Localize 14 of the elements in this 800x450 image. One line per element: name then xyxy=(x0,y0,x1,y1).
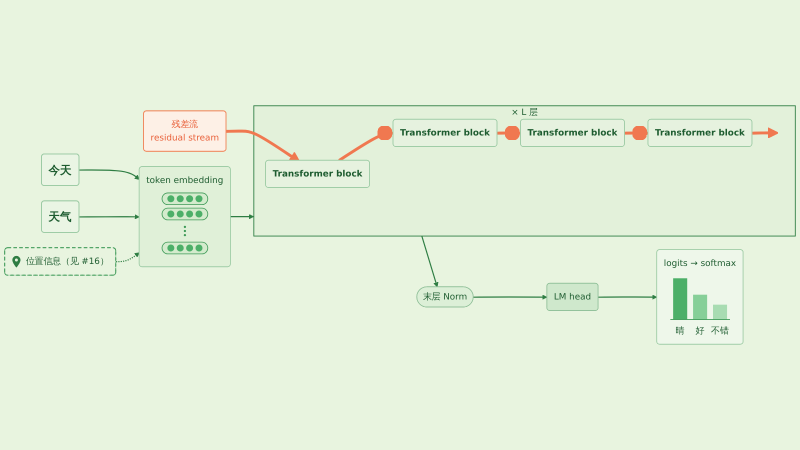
arrow xyxy=(474,294,548,300)
category-label: 晴 xyxy=(674,324,686,338)
arrow xyxy=(421,236,438,288)
arrow xyxy=(116,252,140,262)
arrow xyxy=(79,214,140,220)
connector xyxy=(338,125,394,162)
arrow xyxy=(598,294,658,300)
category-label: 不错 xyxy=(710,324,730,338)
connector xyxy=(624,125,648,141)
arrow xyxy=(79,169,140,180)
connector xyxy=(497,125,521,141)
arrow xyxy=(752,127,779,139)
arrow xyxy=(230,214,254,220)
category-label: 好 xyxy=(694,324,706,338)
